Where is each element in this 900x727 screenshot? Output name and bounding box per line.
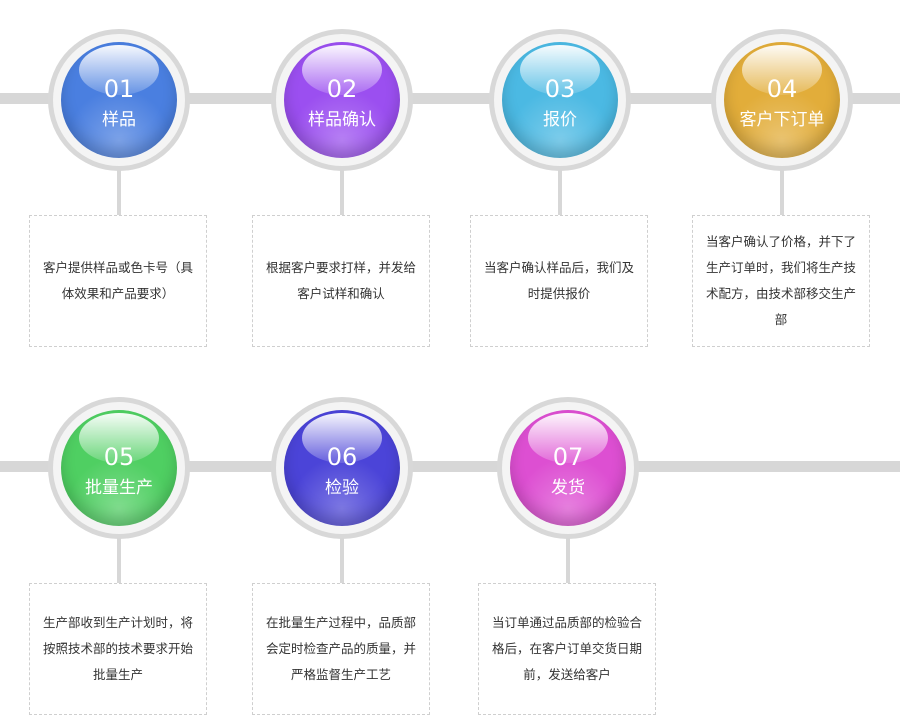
step-title: 样品确认 [308, 110, 376, 130]
step-description: 在批量生产过程中，品质部会定时检查产品的质量，并严格监督生产工艺 [265, 615, 416, 682]
step-title: 样品 [102, 110, 136, 130]
step-description: 生产部收到生产计划时，将按照技术部的技术要求开始批量生产 [42, 615, 193, 682]
step-circle: 05 批量生产 [61, 410, 177, 526]
step-description-box: 当客户确认样品后，我们及时提供报价 [470, 215, 648, 347]
step-ring: 07 发货 [497, 397, 639, 539]
step-description-box: 当客户确认了价格，并下了生产订单时，我们将生产技术配方，由技术部移交生产部 [692, 215, 870, 347]
step-description: 当订单通过品质部的检验合格后，在客户订单交货日期前，发送给客户 [491, 615, 642, 682]
step-number: 07 [552, 443, 584, 471]
step-circle: 02 样品确认 [284, 42, 400, 158]
connector-stem [117, 538, 121, 584]
step-description-box: 在批量生产过程中，品质部会定时检查产品的质量，并严格监督生产工艺 [252, 583, 430, 715]
connector-stem [340, 538, 344, 584]
step-ring: 04 客户下订单 [711, 29, 853, 171]
step-description-box: 生产部收到生产计划时，将按照技术部的技术要求开始批量生产 [29, 583, 207, 715]
step-number: 01 [103, 75, 135, 103]
step-description-box: 客户提供样品或色卡号（具体效果和产品要求） [29, 215, 207, 347]
step-number: 04 [766, 75, 798, 103]
step-title: 检验 [325, 478, 359, 498]
step-circle: 04 客户下订单 [724, 42, 840, 158]
step-circle: 07 发货 [510, 410, 626, 526]
connector-stem [340, 170, 344, 216]
timeline-track-row-1 [0, 93, 900, 104]
step-circle: 06 检验 [284, 410, 400, 526]
step-description: 当客户确认样品后，我们及时提供报价 [483, 260, 634, 301]
step-ring: 06 检验 [271, 397, 413, 539]
connector-stem [566, 538, 570, 584]
step-ring: 02 样品确认 [271, 29, 413, 171]
step-title: 发货 [551, 478, 585, 498]
step-number: 05 [103, 443, 135, 471]
step-ring: 01 样品 [48, 29, 190, 171]
step-ring: 05 批量生产 [48, 397, 190, 539]
step-title: 报价 [543, 110, 577, 130]
step-number: 03 [544, 75, 576, 103]
step-title: 批量生产 [85, 478, 153, 498]
step-description: 当客户确认了价格，并下了生产订单时，我们将生产技术配方，由技术部移交生产部 [705, 234, 856, 327]
step-description-box: 根据客户要求打样，并发给客户试样和确认 [252, 215, 430, 347]
step-circle: 01 样品 [61, 42, 177, 158]
step-description-box: 当订单通过品质部的检验合格后，在客户订单交货日期前，发送给客户 [478, 583, 656, 715]
step-title: 客户下订单 [739, 110, 825, 130]
step-ring: 03 报价 [489, 29, 631, 171]
step-circle: 03 报价 [502, 42, 618, 158]
step-number: 02 [326, 75, 358, 103]
step-description: 根据客户要求打样，并发给客户试样和确认 [265, 260, 416, 301]
connector-stem [558, 170, 562, 216]
step-number: 06 [326, 443, 358, 471]
step-description: 客户提供样品或色卡号（具体效果和产品要求） [42, 260, 193, 301]
timeline-track-row-2 [0, 461, 900, 472]
connector-stem [780, 170, 784, 216]
connector-stem [117, 170, 121, 216]
